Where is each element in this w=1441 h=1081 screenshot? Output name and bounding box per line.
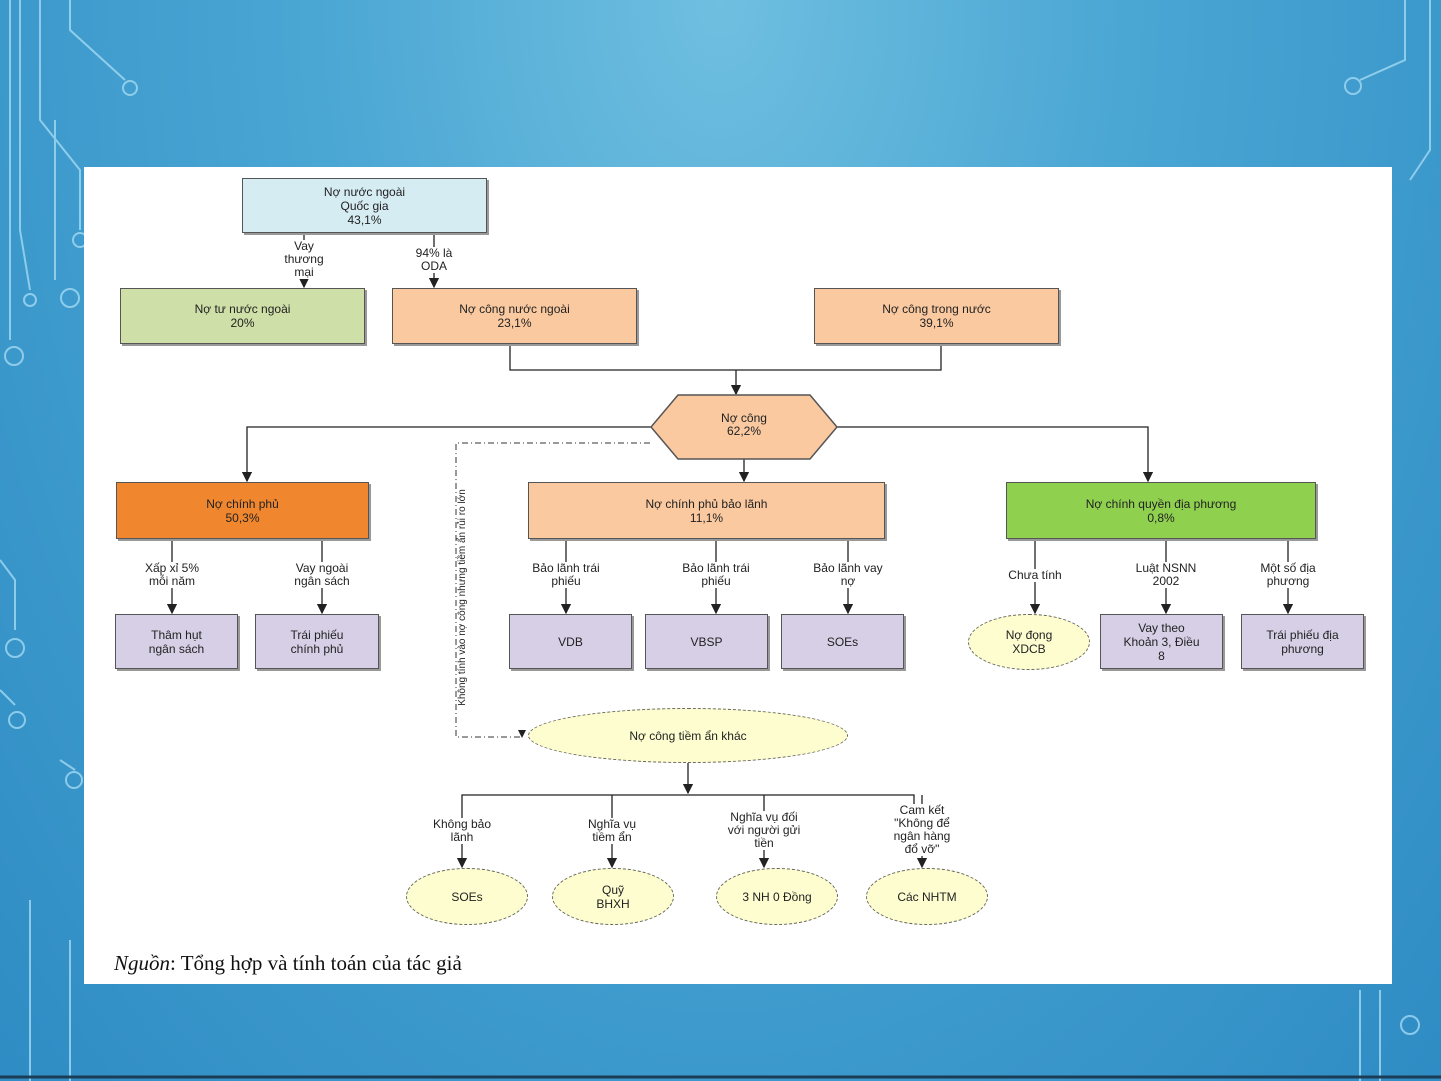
label-approx-5-percent: Xấp xỉ 5%mỗi năm bbox=[128, 562, 216, 588]
label-not-counted: Chưa tính bbox=[990, 569, 1080, 582]
oval-commercial-banks: Các NHTM bbox=[866, 868, 988, 925]
box-soes-guaranteed: SOEs bbox=[781, 614, 904, 669]
source-note: Nguồn: Tổng hợp và tính toán của tác giả bbox=[114, 951, 462, 976]
box-vbsp: VBSP bbox=[645, 614, 768, 669]
source-text: : Tổng hợp và tính toán của tác giả bbox=[170, 951, 462, 975]
hexagon-shape bbox=[650, 394, 838, 460]
oval-soes-contingent: SOEs bbox=[406, 868, 528, 925]
oval-zero-dong-banks: 3 NH 0 Đồng bbox=[716, 868, 838, 925]
source-prefix: Nguồn bbox=[114, 951, 171, 975]
vertical-note: Không tính vào nợ công nhưng tiềm ẩn rủi… bbox=[456, 488, 468, 706]
box-vdb: VDB bbox=[509, 614, 632, 669]
oval-contingent-debt: Nợ công tiềm ẩn khác bbox=[528, 708, 848, 763]
